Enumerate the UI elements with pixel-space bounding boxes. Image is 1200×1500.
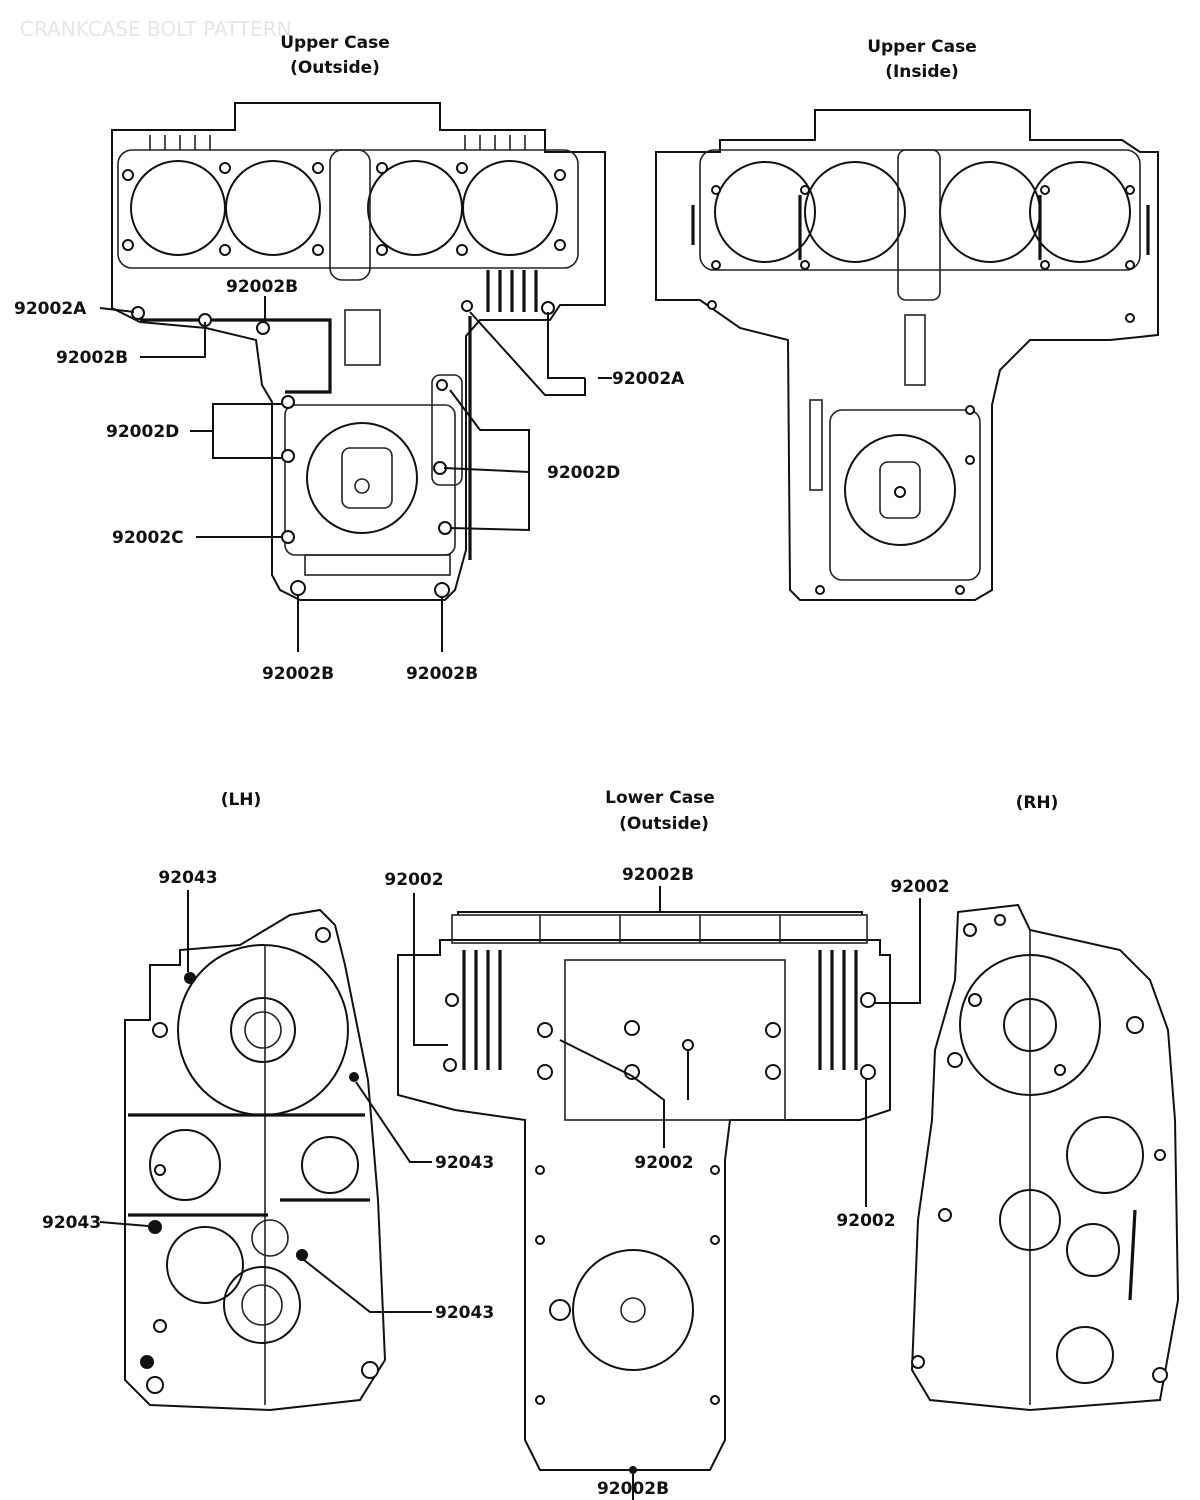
rh-starter-boss [1066, 1223, 1120, 1277]
caption-upper-inside-line1: Upper Case [867, 37, 977, 57]
rh-outline [910, 903, 1180, 1412]
page-title: CRANKCASE BOLT PATTERN [20, 17, 292, 41]
caption-lh: (LH) [221, 790, 262, 810]
sump-rail [304, 554, 451, 576]
lh-small-boss [251, 1219, 289, 1257]
lh-bolts [140, 927, 379, 1394]
upper-case-outside-view: Upper Case (Outside) [14, 33, 685, 684]
callout-92002A-left: 92002A [14, 299, 87, 319]
upper-side-fins [486, 270, 538, 312]
caption-rh: (RH) [1016, 793, 1059, 813]
upper-outside-outline [111, 102, 606, 601]
inside-bearing-webs [691, 195, 1150, 260]
inside-oil-passage [904, 314, 926, 386]
caption-lower-outside-line1: Lower Case [605, 788, 715, 808]
callout-92002D-right: 92002D [547, 463, 620, 483]
callout-92002A-right: 92002A [612, 369, 685, 389]
lh-round-boss [301, 1136, 359, 1194]
caption-lower-outside-line2: (Outside) [619, 814, 709, 834]
cylinder-bore-3 [367, 160, 463, 256]
head-bolt-holes [122, 162, 566, 256]
rh-points-cover [959, 954, 1101, 1096]
upper-inside-outline [655, 109, 1159, 601]
cylinder-bore-4 [462, 160, 558, 256]
lower-top-flange [451, 914, 868, 944]
inside-bore-4 [1029, 161, 1131, 263]
inside-left-rib [809, 399, 823, 491]
lh-sprocket-housing [223, 1266, 301, 1344]
upper-inside-holes [707, 185, 1135, 595]
upper-inside-cylinder-row [699, 149, 1141, 271]
lower-case-outside-view: Lower Case (Outside) [384, 788, 950, 1500]
lh-case-view: (LH) 92043 [42, 790, 494, 1412]
lower-outside-outline [397, 939, 891, 1471]
inside-cam-tunnel [897, 149, 941, 301]
lh-outline [124, 908, 387, 1412]
shift-rail-slot [431, 374, 463, 486]
upper-cooling-fins [149, 135, 526, 150]
lower-leaders [413, 886, 921, 1500]
rh-case-view: (RH) [910, 793, 1180, 1412]
inside-bore-1 [714, 161, 816, 263]
lh-gear-cover [149, 1129, 221, 1201]
caption-upper-outside-line1: Upper Case [280, 33, 390, 53]
lh-leaders [99, 890, 432, 1313]
lower-fins [462, 950, 858, 1070]
lh-alternator-cover [177, 944, 349, 1116]
callout-92002B-left: 92002B [56, 348, 128, 368]
lower-oil-pan-bore [572, 1249, 694, 1371]
callout-lower-92002-center: 92002 [634, 1153, 693, 1173]
lower-drain-plug [620, 1297, 646, 1323]
output-shaft-pocket [341, 447, 393, 509]
lower-bolts [443, 992, 876, 1474]
rh-clutch-hub [999, 1189, 1061, 1251]
rh-bolts [911, 914, 1168, 1383]
lh-alternator-boss [244, 1011, 282, 1049]
callout-92002B-bottom-left: 92002B [262, 664, 334, 684]
callout-lower-92002-top-right: 92002 [890, 877, 949, 897]
rh-oil-pump-housing [1066, 1116, 1144, 1194]
output-shaft-bore [306, 422, 418, 534]
lower-filter-boss [549, 1299, 571, 1321]
callout-92002B-bottom-right: 92002B [406, 664, 478, 684]
inside-transmission-bay [829, 409, 981, 581]
rh-rib [1128, 1209, 1137, 1301]
callout-lower-92002B-bottom: 92002B [597, 1479, 669, 1499]
callout-lower-92002-right: 92002 [836, 1211, 895, 1231]
callout-lh-92043-top: 92043 [158, 868, 217, 888]
lower-sump-box [564, 959, 786, 1121]
upper-gasket-edge [140, 316, 472, 560]
cylinder-bore-1 [130, 160, 226, 256]
callout-lh-92043-low-right: 92043 [435, 1303, 494, 1323]
upper-case-inside-view: Upper Case (Inside) [655, 37, 1159, 601]
breather-box [344, 309, 381, 366]
caption-upper-inside-line2: (Inside) [885, 62, 959, 82]
lh-shift-housing [166, 1226, 244, 1304]
upper-outside-bolts [131, 300, 555, 598]
cylinder-bore-2 [225, 160, 321, 256]
upper-outside-leaders [99, 296, 612, 652]
lh-sprocket-hole [241, 1284, 283, 1326]
inside-bore-2 [804, 161, 906, 263]
inside-bore-3 [939, 161, 1041, 263]
inside-shaft-pocket [879, 461, 921, 519]
lh-rib-lines [128, 1113, 370, 1217]
callout-92002B-top: 92002B [226, 277, 298, 297]
callout-92002D-left: 92002D [106, 422, 179, 442]
callout-lh-92043-mid-right: 92043 [435, 1153, 494, 1173]
rh-lower-boss [1056, 1326, 1114, 1384]
caption-upper-outside-line2: (Outside) [290, 58, 380, 78]
callout-lh-92043-mid-left: 92043 [42, 1213, 101, 1233]
callout-lower-92002B-top: 92002B [622, 865, 694, 885]
output-shaft-hole [354, 478, 370, 494]
cylinder-block-outline [117, 149, 579, 269]
callout-lower-92002-top-left: 92002 [384, 870, 443, 890]
cam-chain-tunnel [329, 149, 371, 281]
callout-92002C-left: 92002C [112, 528, 184, 548]
rh-crank-hub [1003, 998, 1057, 1052]
inside-shaft-bore [844, 434, 956, 546]
lh-alternator-hub [230, 997, 296, 1063]
